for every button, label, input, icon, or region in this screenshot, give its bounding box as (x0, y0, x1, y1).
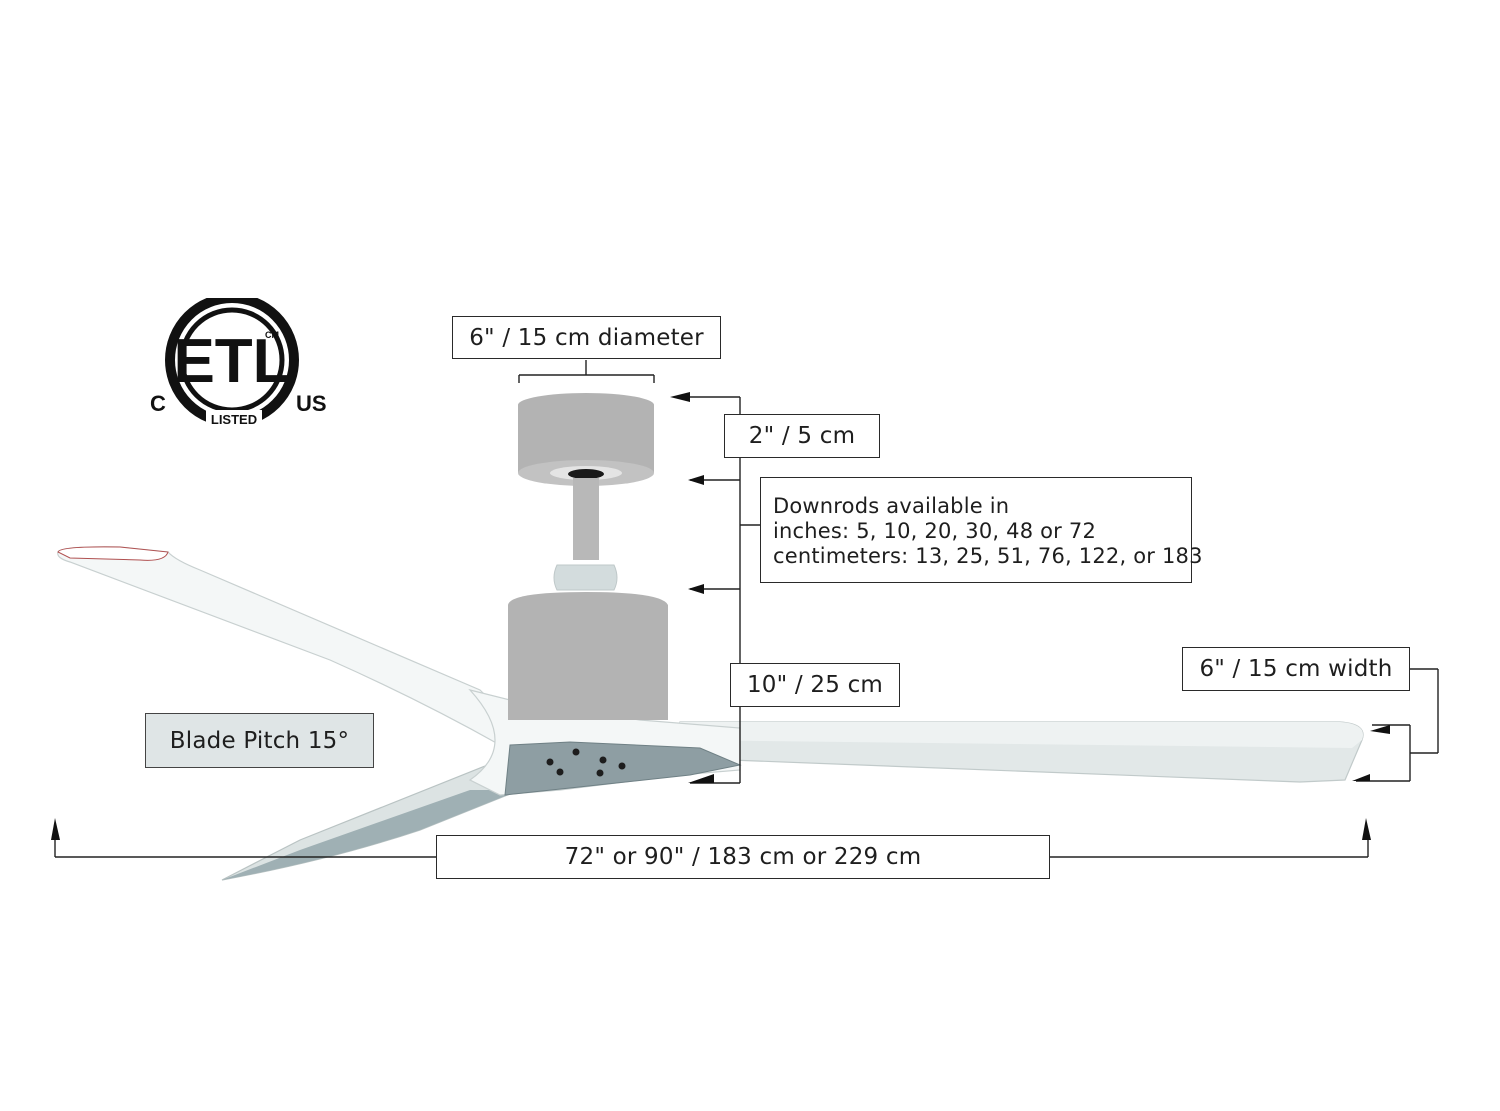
height-arrowheads (670, 392, 714, 783)
blade-width-label: 6" / 15 cm width (1182, 647, 1410, 691)
etl-right-text: US (296, 391, 327, 416)
left-blade-tip (57, 546, 169, 561)
etl-listed-text: LISTED (211, 412, 257, 427)
coupler (553, 564, 618, 591)
etl-mark-text: CM (265, 330, 279, 340)
downrods-info-box: Downrods available in inches: 5, 10, 20,… (760, 477, 1203, 583)
canopy-height-label: 2" / 5 cm (724, 414, 880, 458)
etl-left-text: C (150, 391, 166, 416)
downrods-title: Downrods available in (773, 494, 1010, 518)
canopy-diameter-label: 6" / 15 cm diameter (452, 316, 721, 359)
canopy-diameter-bracket (518, 360, 655, 383)
etl-logo-letters: ETL (173, 327, 290, 396)
downrod (573, 478, 599, 560)
span-arrowheads (51, 818, 1371, 840)
fan-span-label: 72" or 90" / 183 cm or 229 cm (436, 835, 1050, 879)
motor-housing (508, 592, 668, 720)
span-dimension-lines (54, 838, 1369, 858)
downrods-inches: inches: 5, 10, 20, 30, 48 or 72 (773, 519, 1097, 543)
etl-listed-logo: ETL CM LISTED (165, 298, 299, 428)
downrods-centimeters: centimeters: 13, 25, 51, 76, 122, or 183 (773, 544, 1203, 568)
motor-height-label: 10" / 25 cm (730, 663, 900, 707)
blade-pitch-label: Blade Pitch 15° (145, 713, 374, 768)
blade-width-arrowheads (1352, 725, 1390, 781)
canopy (518, 393, 654, 486)
